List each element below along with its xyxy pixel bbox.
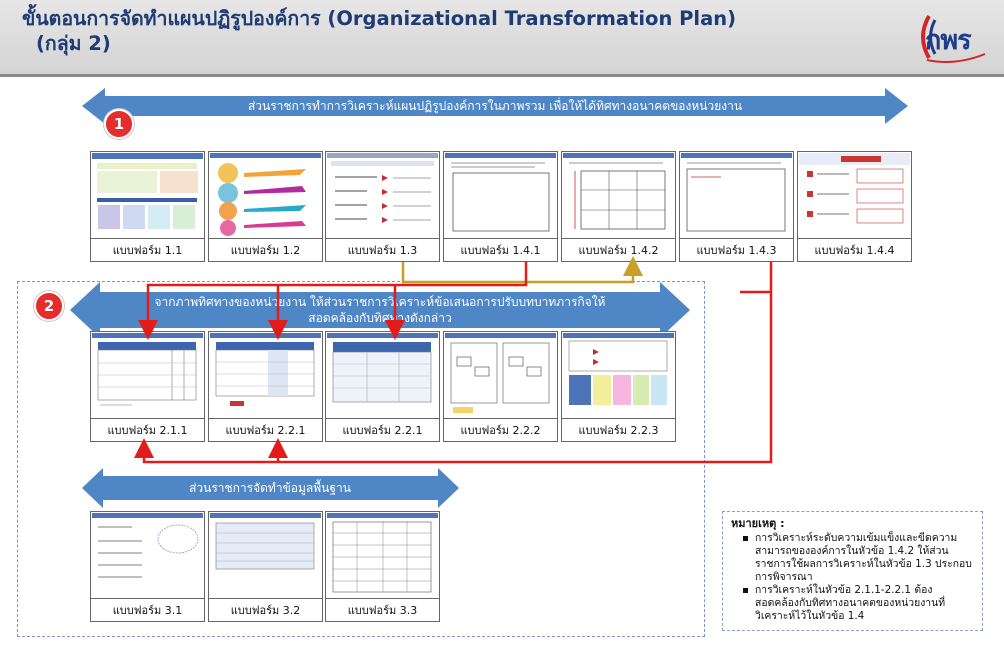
form-card-3-2[interactable]: แบบฟอร์ม 3.2	[208, 511, 323, 622]
form-card-1-2[interactable]: แบบฟอร์ม 1.2	[208, 151, 323, 262]
note-list: การวิเคราะห์ระดับความเข้มแข็งและขีดความส…	[731, 532, 976, 623]
step-2-badge: 2	[34, 291, 64, 321]
form-card-2-2-1-b[interactable]: แบบฟอร์ม 2.2.1	[325, 331, 440, 442]
form-card-1-4-2[interactable]: แบบฟอร์ม 1.4.2	[561, 151, 676, 262]
form-label: แบบฟอร์ม 1.4.3	[680, 238, 793, 263]
form-thumbnail	[92, 153, 203, 237]
step-2-text-line-1: จากภาพทิศทางของหน่วยงาน ให้ส่วนราชการวิเ…	[154, 295, 606, 309]
form-card-3-1[interactable]: แบบฟอร์ม 3.1	[90, 511, 205, 622]
step-1-text: ส่วนราชการทำการวิเคราะห์แผนปฏิรูปองค์การ…	[247, 99, 743, 113]
form-card-1-4-3[interactable]: แบบฟอร์ม 1.4.3	[679, 151, 794, 262]
form-thumbnail	[327, 153, 438, 237]
form-card-1-4-4[interactable]: แบบฟอร์ม 1.4.4	[797, 151, 912, 262]
form-thumbnail	[563, 153, 674, 237]
form-label: แบบฟอร์ม 1.4.4	[798, 238, 911, 263]
step-2-text-line-2: สอดคล้องกับทิศทางดังกล่าว	[308, 311, 452, 325]
step-3-arrow	[82, 468, 459, 508]
form-card-2-2-3[interactable]: แบบฟอร์ม 2.2.3	[561, 331, 676, 442]
form-thumbnail	[210, 513, 321, 597]
form-thumbnail	[210, 333, 321, 417]
step-1-arrow	[82, 88, 908, 124]
form-label: แบบฟอร์ม 3.1	[91, 598, 204, 623]
logo-text: กพร	[925, 25, 972, 56]
step-1-badge: 1	[104, 109, 134, 139]
form-thumbnail	[92, 333, 203, 417]
form-thumbnail	[92, 513, 203, 597]
logo-swoosh-icon	[921, 15, 986, 63]
opdc-logo: กพร	[915, 8, 993, 66]
form-card-1-4-1[interactable]: แบบฟอร์ม 1.4.1	[443, 151, 558, 262]
form-label: แบบฟอร์ม 1.4.2	[562, 238, 675, 263]
form-thumbnail	[445, 333, 556, 417]
step-2-text: จากภาพทิศทางของหน่วยงาน ให้ส่วนราชการวิเ…	[95, 294, 665, 326]
slide-header: ขั้นตอนการจัดทำแผนปฏิรูปองค์การ (Organiz…	[0, 0, 1004, 77]
form-label: แบบฟอร์ม 1.4.1	[444, 238, 557, 263]
form-label: แบบฟอร์ม 2.2.2	[444, 418, 557, 443]
form-thumbnail	[563, 333, 674, 417]
form-thumbnail	[327, 513, 438, 597]
form-label: แบบฟอร์ม 3.2	[209, 598, 322, 623]
form-label: แบบฟอร์ม 3.3	[326, 598, 439, 623]
note-box: หมายเหตุ : การวิเคราะห์ระดับความเข้มแข็ง…	[722, 511, 983, 631]
slide-title: ขั้นตอนการจัดทำแผนปฏิรูปองค์การ (Organiz…	[22, 6, 736, 56]
form-thumbnail	[799, 153, 910, 237]
form-label: แบบฟอร์ม 2.2.3	[562, 418, 675, 443]
form-card-2-2-1-a[interactable]: แบบฟอร์ม 2.2.1	[208, 331, 323, 442]
form-thumbnail	[445, 153, 556, 237]
title-line-2: (กลุ่ม 2)	[36, 32, 111, 55]
form-thumbnail	[210, 153, 321, 237]
note-title: หมายเหตุ :	[731, 517, 785, 530]
form-label: แบบฟอร์ม 1.2	[209, 238, 322, 263]
form-card-3-3[interactable]: แบบฟอร์ม 3.3	[325, 511, 440, 622]
note-item: การวิเคราะห์ในหัวข้อ 2.1.1-2.2.1 ต้องสอด…	[743, 584, 976, 623]
form-card-2-2-2[interactable]: แบบฟอร์ม 2.2.2	[443, 331, 558, 442]
form-card-2-1-1[interactable]: แบบฟอร์ม 2.1.1	[90, 331, 205, 442]
note-item: การวิเคราะห์ระดับความเข้มแข็งและขีดความส…	[743, 532, 976, 584]
form-label: แบบฟอร์ม 1.1	[91, 238, 204, 263]
form-label: แบบฟอร์ม 2.1.1	[91, 418, 204, 443]
form-card-1-3[interactable]: แบบฟอร์ม 1.3	[325, 151, 440, 262]
form-label: แบบฟอร์ม 1.3	[326, 238, 439, 263]
form-card-1-1[interactable]: แบบฟอร์ม 1.1	[90, 151, 205, 262]
form-thumbnail	[327, 333, 438, 417]
step-3-text: ส่วนราชการจัดทำข้อมูลพื้นฐาน	[189, 481, 351, 495]
title-line-1: ขั้นตอนการจัดทำแผนปฏิรูปองค์การ (Organiz…	[22, 7, 737, 30]
form-label: แบบฟอร์ม 2.2.1	[209, 418, 322, 443]
form-label: แบบฟอร์ม 2.2.1	[326, 418, 439, 443]
form-thumbnail	[681, 153, 792, 237]
